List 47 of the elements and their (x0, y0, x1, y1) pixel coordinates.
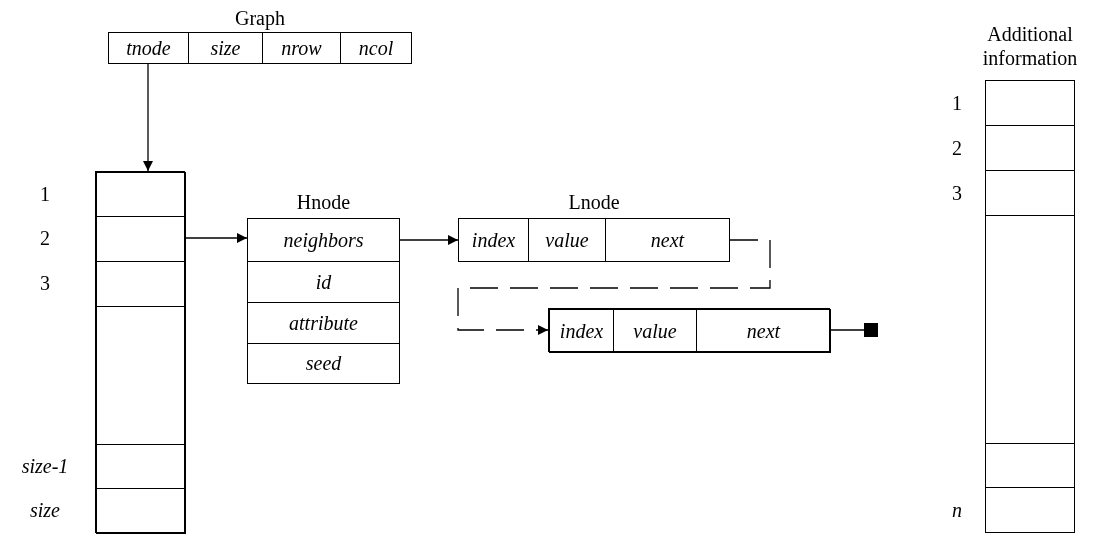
record-field: tnode (108, 32, 189, 64)
arrow (184, 233, 248, 243)
record-field: index (549, 309, 614, 353)
record-field: next (605, 218, 730, 262)
array-slot (985, 487, 1075, 533)
connector-line (829, 329, 865, 331)
array-slot (96, 306, 186, 445)
index-label: n (952, 498, 962, 522)
index-label: 2 (952, 136, 962, 160)
record-field: id (247, 261, 400, 303)
array-slot (96, 216, 186, 262)
record-field: index (458, 218, 529, 262)
record-field: nrow (262, 32, 341, 64)
null-terminator (864, 323, 878, 337)
array-slot (985, 443, 1075, 488)
record-title: Hnode (295, 190, 352, 214)
array-slot (96, 444, 186, 489)
array-slot (985, 125, 1075, 171)
record-field: neighbors (247, 218, 400, 262)
record-field: value (528, 218, 606, 262)
record-field: next (696, 309, 831, 353)
record-field: attribute (247, 302, 400, 344)
index-label: 1 (952, 91, 962, 115)
arrow (399, 235, 459, 245)
arrow (457, 239, 771, 335)
record-box (95, 171, 185, 533)
index-label: 3 (952, 181, 962, 205)
array-slot (985, 215, 1075, 444)
index-label: 2 (40, 226, 50, 250)
record-title: Graph (234, 6, 286, 30)
record-title: Additional information (981, 22, 1079, 70)
array-slot (985, 170, 1075, 216)
array-slot (96, 172, 186, 217)
record-field: size (188, 32, 263, 64)
arrow (143, 63, 153, 172)
record-field: seed (247, 343, 400, 384)
index-label: size-1 (21, 453, 69, 478)
index-label: size (30, 498, 60, 522)
array-slot (96, 488, 186, 534)
record-box (548, 308, 830, 352)
record-field: ncol (340, 32, 412, 64)
record-field: value (613, 309, 697, 353)
index-label: 3 (40, 271, 50, 295)
record-title: Lnode (567, 190, 621, 214)
array-slot (985, 80, 1075, 126)
array-slot (96, 261, 186, 307)
index-label: 1 (40, 181, 50, 206)
